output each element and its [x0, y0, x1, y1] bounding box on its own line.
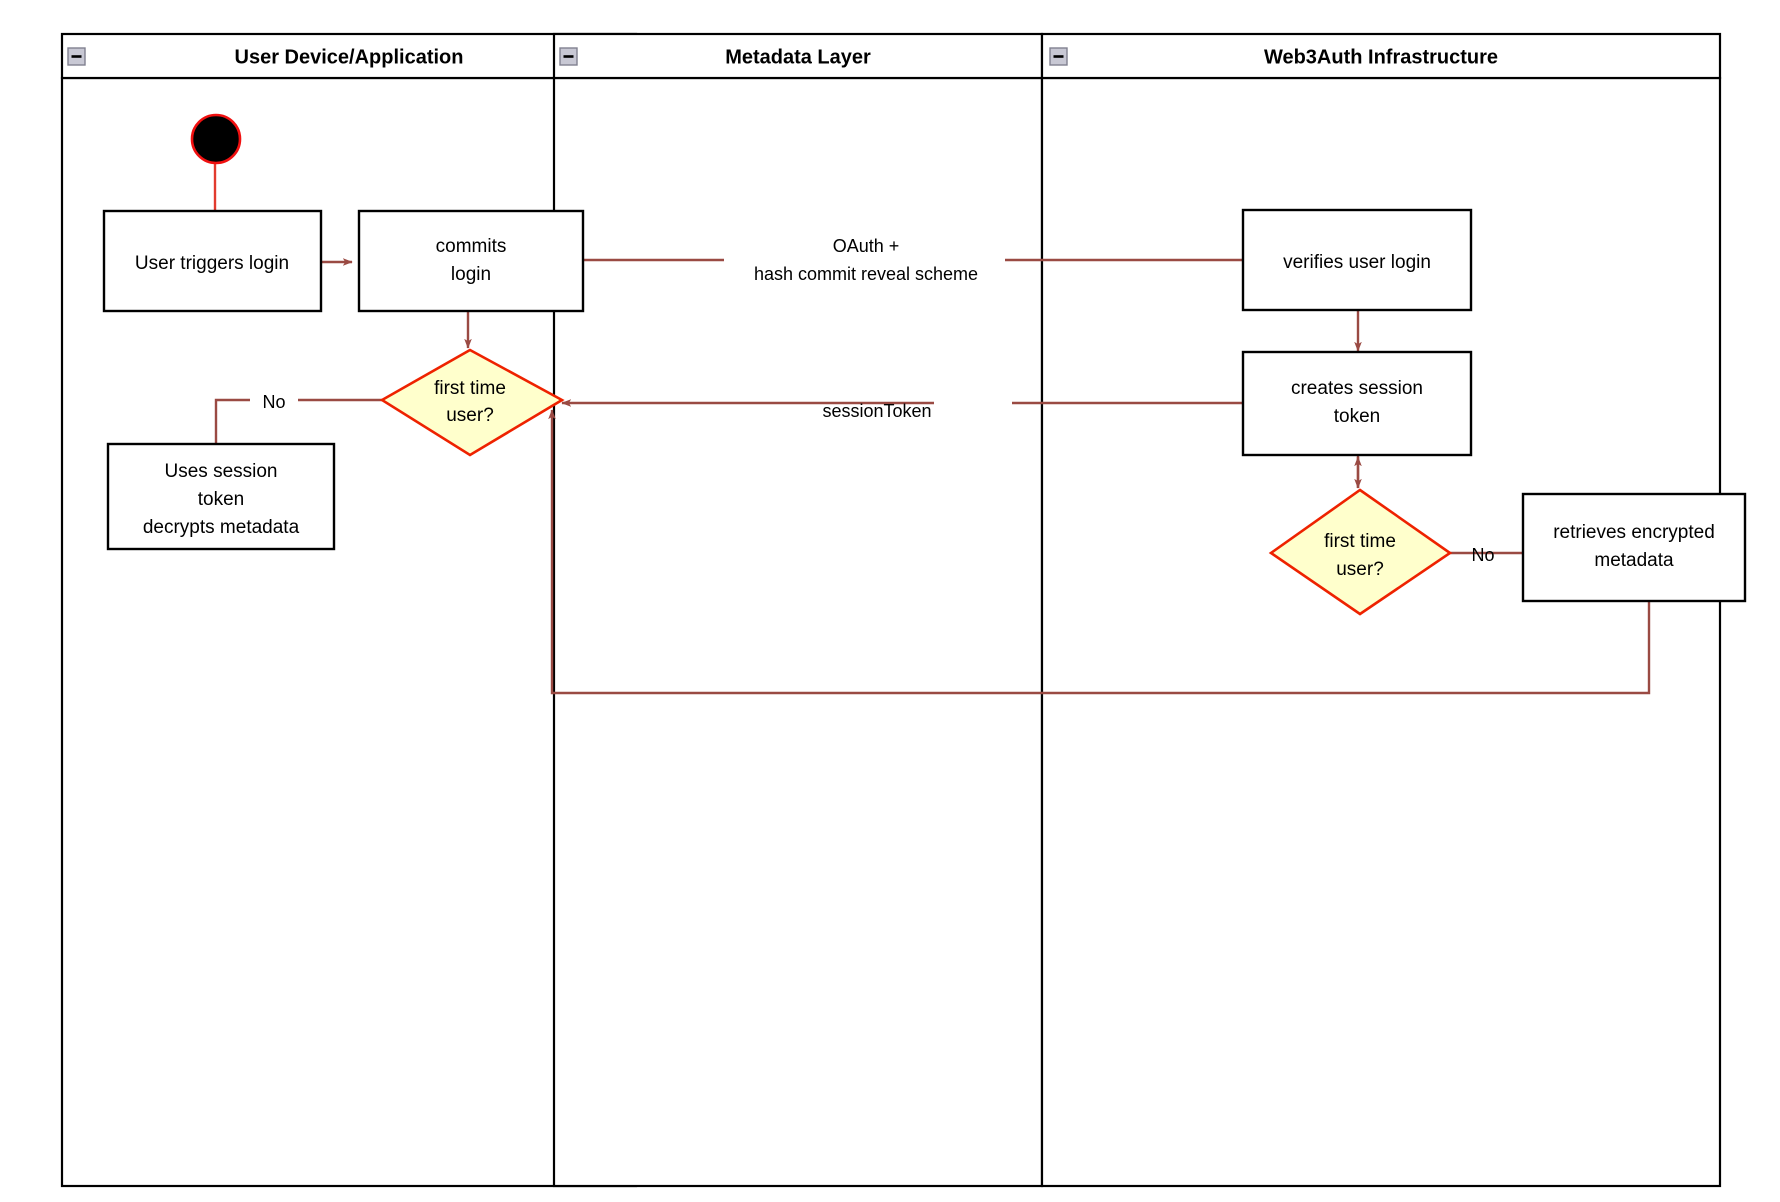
edge-label-oauth-line2: hash commit reveal scheme — [754, 264, 978, 284]
node-uses-session-token[interactable]: Uses session token decrypts metadata — [106, 442, 336, 551]
node-label-uses-session-line1: Uses session — [165, 461, 278, 482]
collapse-minus-icon[interactable] — [559, 47, 578, 66]
node-decision-first-time-user-right[interactable]: first time user? — [1268, 488, 1453, 616]
collapse-minus-icon[interactable] — [1049, 47, 1068, 66]
node-label-commits-login-line2: login — [451, 264, 491, 285]
node-label-commits-login-line1: commits — [436, 236, 507, 257]
node-decision-first-time-user-left[interactable]: first time user? — [379, 348, 565, 457]
lane-header-user-device — [60, 32, 638, 80]
node-label-retrieves-metadata-line2: metadata — [1594, 550, 1674, 571]
collapse-minus-icon[interactable] — [67, 47, 86, 66]
node-label-decision-left-line2: user? — [446, 405, 494, 426]
edge-label-oauth-line1: OAuth + — [833, 236, 900, 256]
node-label-decision-left-line1: first time — [434, 378, 506, 399]
edge-label-session-token: sessionToken — [822, 401, 931, 421]
node-label-creates-session-line1: creates session — [1291, 378, 1423, 399]
lane-body-metadata — [552, 76, 1044, 1188]
swimlane-web3auth[interactable]: Web3Auth Infrastructure — [1040, 32, 1722, 1188]
lane-header-metadata — [552, 32, 1044, 80]
node-commits-login[interactable]: commits login — [357, 209, 585, 313]
edge-label-no-left: No — [262, 392, 285, 412]
node-label-creates-session-line2: token — [1334, 406, 1380, 427]
edge-retrieves-metadata-return-to-decision-left — [548, 409, 1651, 695]
node-verifies-user-login[interactable]: verifies user login — [1241, 208, 1473, 312]
node-label-verifies-user-login: verifies user login — [1283, 252, 1431, 273]
node-label-decision-right-line2: user? — [1336, 559, 1384, 580]
node-label-uses-session-line3: decrypts metadata — [143, 517, 300, 538]
lane-body-web3auth — [1040, 76, 1722, 1188]
lane-header-web3auth — [1040, 32, 1722, 80]
swimlane-user-device[interactable]: User Device/Application — [60, 32, 638, 1188]
node-label-decision-right-line1: first time — [1324, 531, 1396, 552]
edge-label-no-right: No — [1471, 545, 1494, 565]
edge-decision-left-no-v — [214, 398, 250, 444]
lane-title-user-device: User Device/Application — [235, 46, 464, 68]
node-label-user-triggers-login: User triggers login — [135, 253, 289, 274]
swimlane-metadata[interactable]: Metadata Layer — [552, 32, 1044, 1188]
node-user-triggers-login[interactable]: User triggers login — [102, 209, 323, 313]
node-retrieves-encrypted-metadata[interactable]: retrieves encrypted metadata — [1521, 492, 1747, 603]
lane-title-web3auth: Web3Auth Infrastructure — [1264, 46, 1498, 68]
node-label-retrieves-metadata-line1: retrieves encrypted — [1553, 522, 1715, 543]
node-creates-session-token[interactable]: creates session token — [1241, 350, 1473, 457]
start-node[interactable] — [190, 113, 242, 165]
node-label-uses-session-line2: token — [198, 489, 244, 510]
lane-title-metadata: Metadata Layer — [725, 46, 871, 68]
